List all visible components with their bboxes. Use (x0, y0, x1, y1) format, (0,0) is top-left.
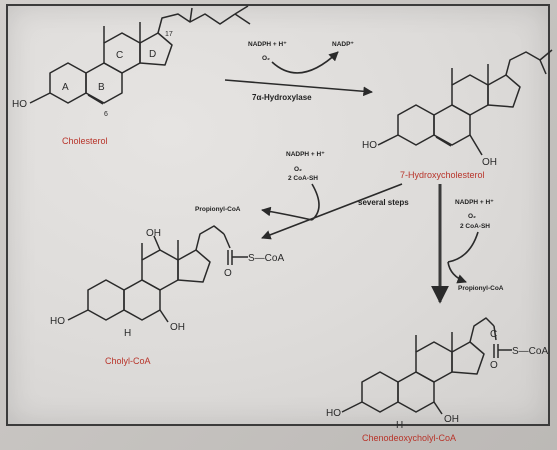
h-label-4: H (396, 420, 403, 431)
o-label-3: O (224, 268, 232, 279)
hydroxycholesterol-structure: HO OH (362, 49, 553, 168)
ring-a-label: A (62, 82, 69, 93)
cheno-coa-structure: HO OH H C O S—CoA (326, 317, 548, 431)
ho-label-2: HO (362, 140, 377, 151)
c17-label: 17 (165, 31, 173, 38)
hydroxycholesterol-label: 7-Hydroxycholesterol (400, 170, 485, 180)
reaction-to-cholyl-coa: several steps NADPH + H⁺ O₂ 2 CoA-SH Pro… (195, 151, 409, 240)
nadph-label-1: NADPH + H⁺ (248, 41, 287, 48)
o2-label-2: O₂ (294, 166, 302, 173)
coash-label-2: 2 CoA-SH (288, 175, 318, 182)
oh-label-4: OH (444, 414, 459, 425)
nadp-label-1: NADP⁺ (332, 41, 354, 48)
c-label-4: C (490, 329, 497, 340)
ho-label: HO (12, 99, 27, 110)
reaction-7a-hydroxylase: NADPH + H⁺ O₂ NADP⁺ 7α-Hydroxylase (224, 41, 373, 102)
coash-label-3: 2 CoA-SH (460, 223, 490, 230)
ho-label-3: HO (50, 316, 65, 327)
h-label-3: H (124, 328, 131, 339)
cholesterol-label: Cholesterol (62, 136, 108, 146)
enzyme-7a-hydroxylase: 7α-Hydroxylase (252, 93, 312, 102)
paper-sheet (6, 4, 550, 426)
several-steps-label: several steps (358, 198, 409, 207)
propionyl-coa-label-3: Propionyl-CoA (458, 285, 504, 292)
oh-top-label-3: OH (146, 228, 161, 239)
cholyl-coa-structure: OH HO OH H O S—CoA (50, 225, 284, 339)
reaction-to-cheno-coa: NADPH + H⁺ O₂ 2 CoA-SH Propionyl-CoA (431, 184, 504, 304)
c6-label: 6 (104, 111, 108, 118)
nadph-label-2: NADPH + H⁺ (286, 151, 325, 158)
nadph-label-3: NADPH + H⁺ (455, 199, 494, 206)
cheno-coa-label: Chenodeoxycholyl-CoA (362, 433, 456, 443)
cholesterol-structure: HO A B C D 17 6 (12, 5, 251, 118)
s-coa-label-4: S—CoA (512, 346, 548, 357)
oh-bottom-label-3: OH (170, 322, 185, 333)
o-label-4: O (490, 360, 498, 371)
ring-d-label: D (149, 49, 156, 60)
s-coa-label-3: S—CoA (248, 253, 284, 264)
propionyl-coa-label-2: Propionyl-CoA (195, 206, 241, 213)
o2-label-3: O₂ (468, 213, 476, 220)
oh-label-2: OH (482, 157, 497, 168)
cholyl-coa-label: Cholyl-CoA (105, 356, 151, 366)
ring-b-label: B (98, 82, 105, 93)
ho-label-4: HO (326, 408, 341, 419)
o2-label-1: O₂ (262, 55, 270, 62)
ring-c-label: C (116, 50, 123, 61)
